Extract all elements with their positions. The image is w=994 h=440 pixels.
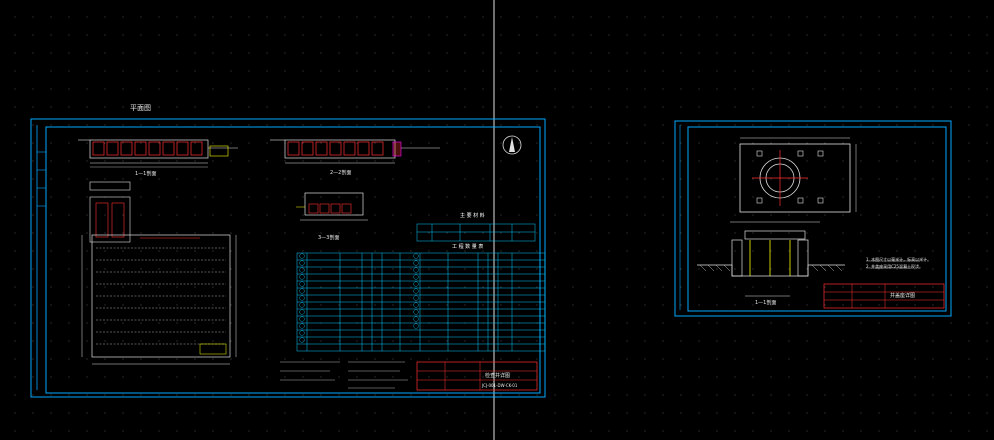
title-block-left-number: JCJ-001-DW-CK-01 <box>482 383 518 388</box>
note-line-2: 2. 井盖座采用C25混凝土现浇。 <box>866 264 923 269</box>
cover-section-view <box>697 221 845 297</box>
section-view-1 <box>78 139 238 168</box>
detail-view-left <box>89 181 131 243</box>
quantity-table-title: 工 程 数 量 表 <box>452 244 484 250</box>
title-block-left-name: 检查井详图 <box>485 373 511 379</box>
quantity-table-row-markers <box>299 253 419 343</box>
section-c-label: 3—3剖面 <box>318 235 340 241</box>
cover-plan-view <box>739 137 857 213</box>
material-table <box>416 223 536 242</box>
section-view-2 <box>270 139 440 164</box>
plan-view <box>81 234 237 365</box>
title-block-right <box>823 283 945 309</box>
right-section-label: 1—1剖面 <box>755 300 777 306</box>
title-block-right-name: 井盖座详图 <box>890 293 916 299</box>
title-block-left <box>416 361 538 391</box>
material-table-title: 主 要 材 料 <box>460 213 485 219</box>
section-view-3 <box>296 192 368 221</box>
plan-top-label: 平面图 <box>130 104 151 112</box>
section-b-label: 2—2剖面 <box>330 170 352 176</box>
quantity-table <box>296 252 546 352</box>
north-arrow-icon <box>502 135 522 155</box>
note-line-1: 1. 本图尺寸以毫米计，标高以米计。 <box>866 257 932 262</box>
section-a-label: 1—1剖面 <box>135 171 157 177</box>
notes-block <box>280 361 408 389</box>
notes-right <box>866 260 920 269</box>
